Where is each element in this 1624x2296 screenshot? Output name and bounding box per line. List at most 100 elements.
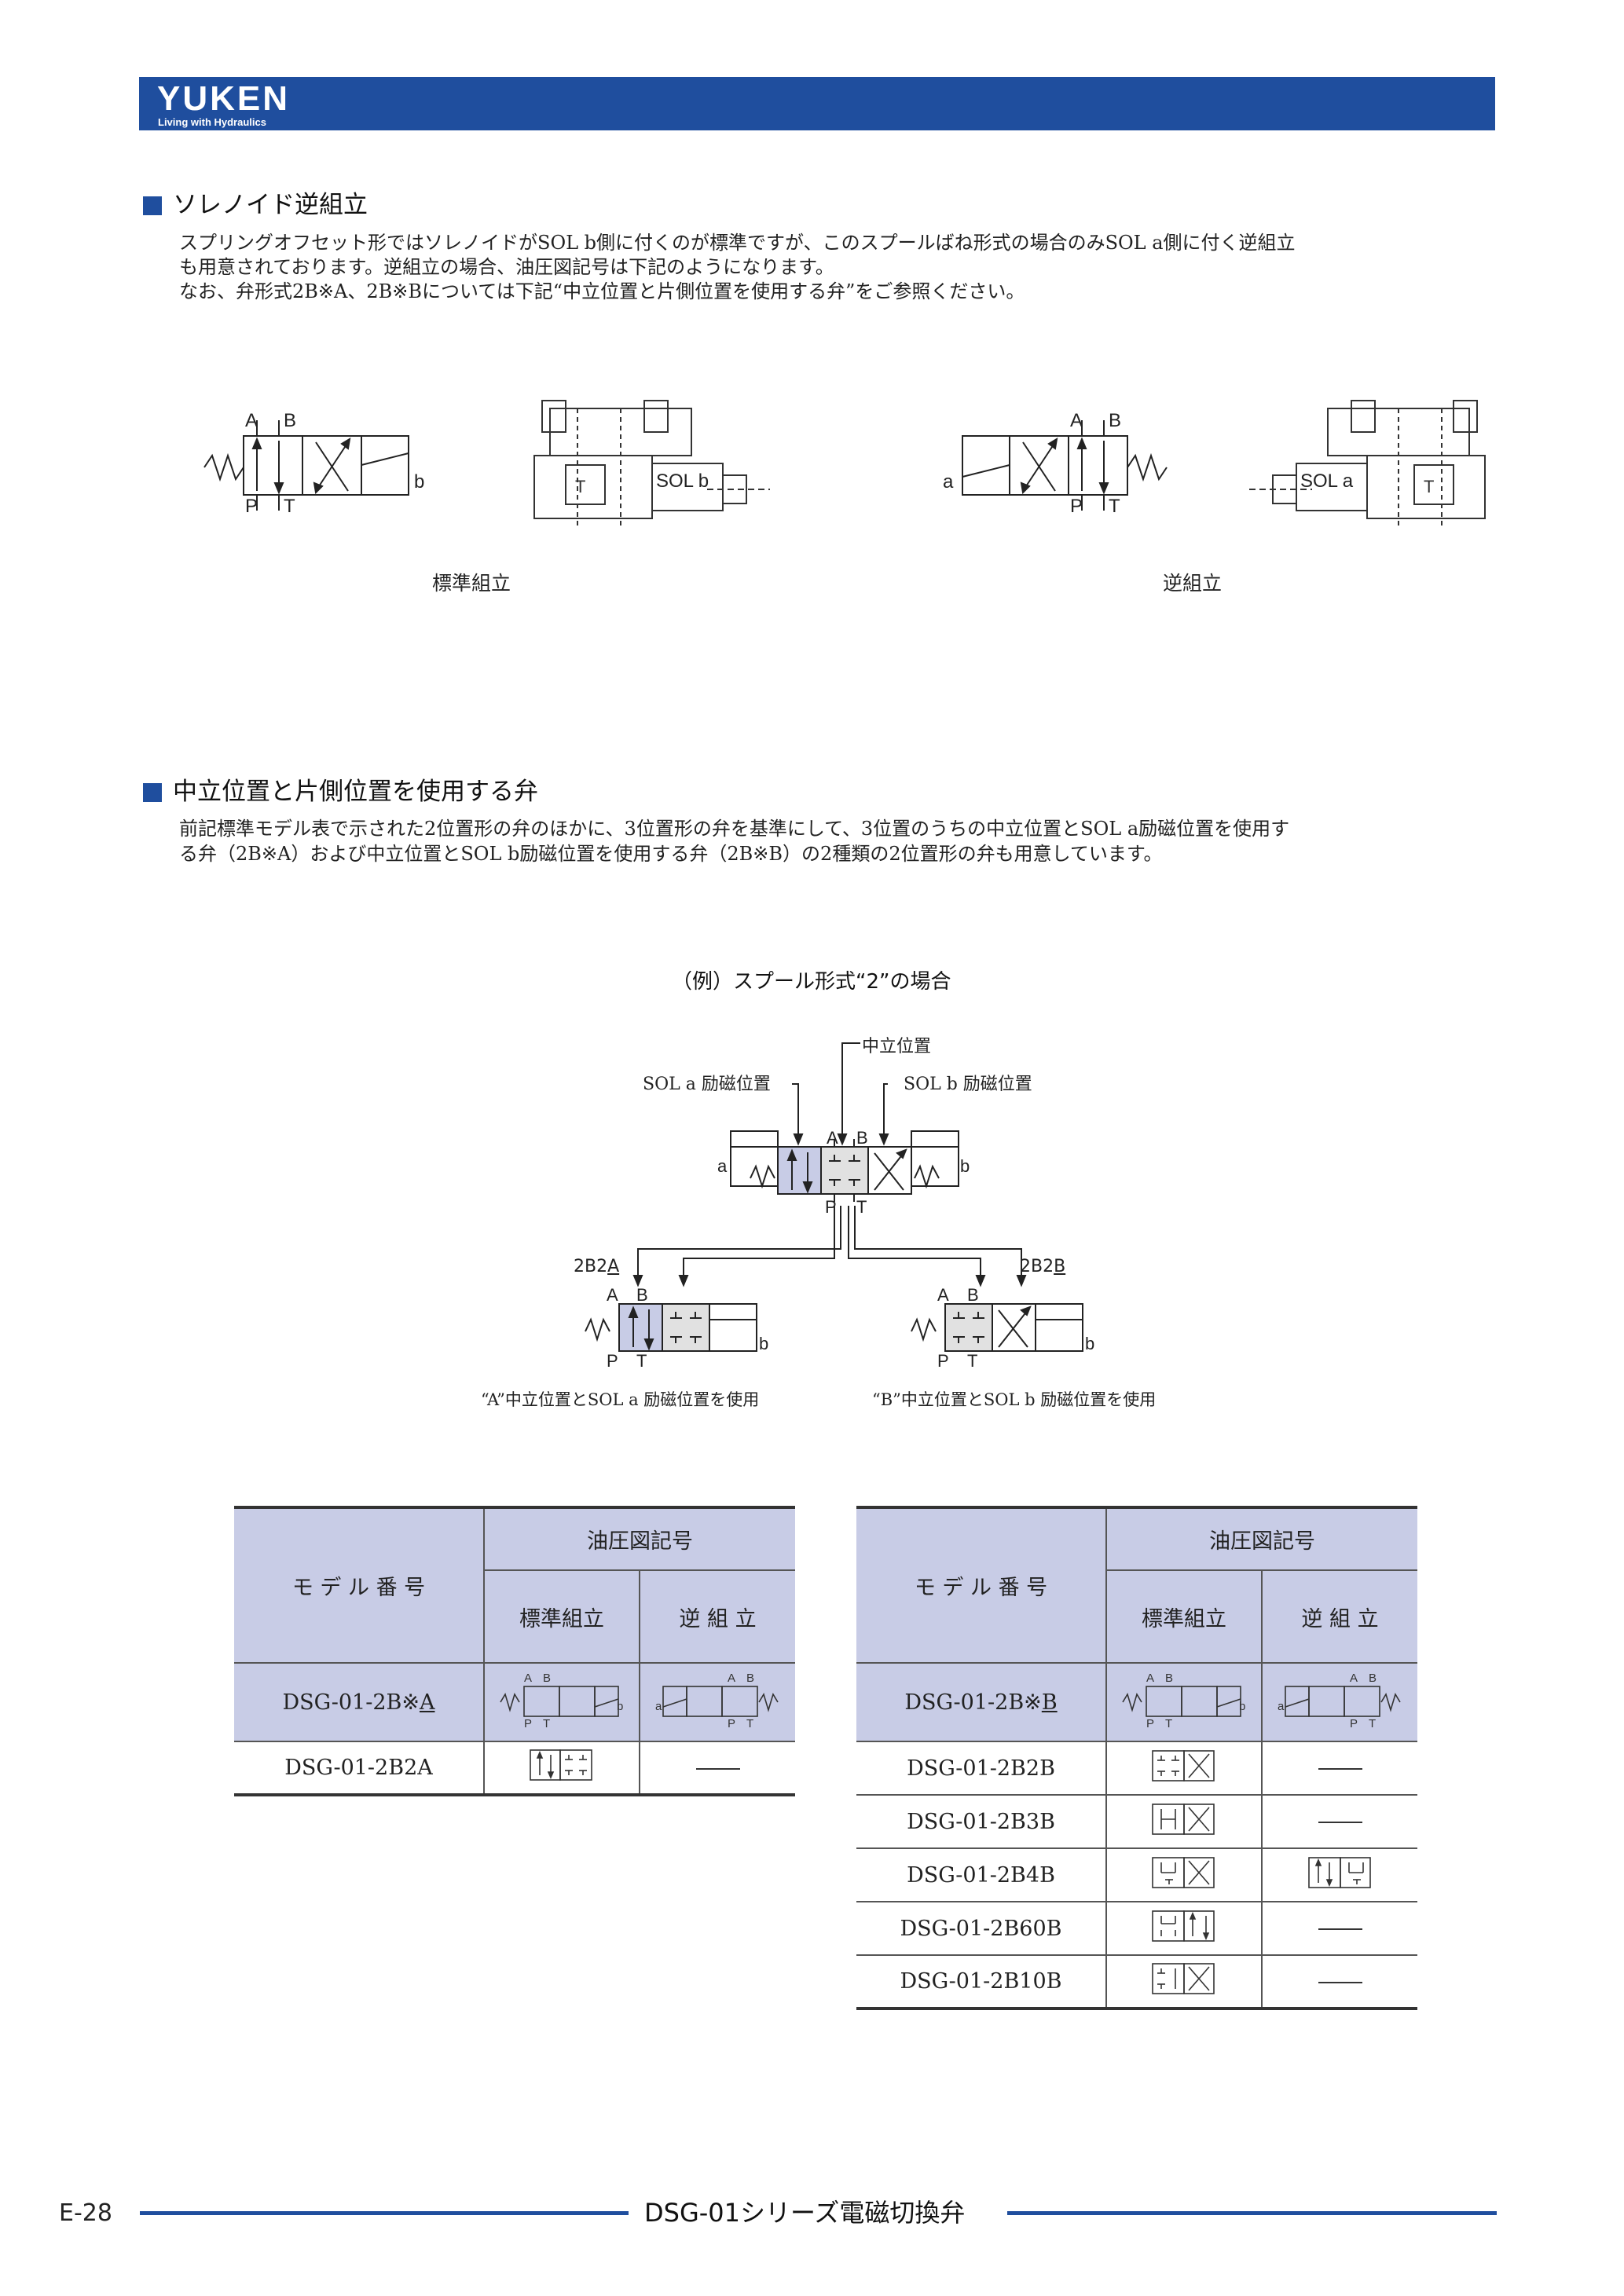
svg-text:A: A xyxy=(524,1672,532,1685)
spool-10b-symbol xyxy=(1105,1954,1263,2010)
table-row-model: DSG-01-2B4B xyxy=(856,1847,1107,1902)
code-2b2a: 2B2A xyxy=(574,1257,620,1276)
svg-text:A: A xyxy=(1350,1672,1358,1685)
2b2a-port-a: A xyxy=(607,1285,618,1305)
svg-text:B: B xyxy=(746,1672,754,1685)
svg-text:B: B xyxy=(1369,1672,1377,1685)
2b2b-port-t: T xyxy=(967,1351,977,1371)
model-table-a: モ デ ル 番 号 油圧図記号 標準組立 逆 組 立 DSG-01-2B※A A… xyxy=(234,1506,795,1796)
section2-line-1: 前記標準モデル表で示された2位置形の弁のほかに、3位置形の弁を基準にして、3位置… xyxy=(179,818,1290,840)
section-heading-reverse-assembly: ソレノイド逆組立 xyxy=(143,191,368,219)
footer-rule-right xyxy=(1007,2211,1497,2215)
sol-b-label: SOL b xyxy=(656,471,709,492)
no-reverse-dash xyxy=(1261,1741,1417,1796)
reverse-assembly-symbol: A B P T a xyxy=(943,410,1168,514)
standard-assembly-caption: 標準組立 xyxy=(432,572,511,595)
section-heading-two-position-valves: 中立位置と片側位置を使用する弁 xyxy=(143,778,538,806)
section1-line-2: も用意されております。逆組立の場合、油圧図記号は下記のようになります。 xyxy=(179,256,834,278)
no-reverse-dash xyxy=(1261,1794,1417,1849)
spool-3-icon xyxy=(1152,1803,1215,1835)
2b2a-sol-b: b xyxy=(759,1334,768,1353)
section-bullet-icon xyxy=(143,783,162,802)
spool-4b-reverse-symbol xyxy=(1261,1847,1417,1902)
spool-2-symbol xyxy=(483,1741,640,1796)
port-t-label: T xyxy=(284,496,295,514)
spool-3b-symbol xyxy=(1105,1794,1263,1849)
hydraulic-symbol-header: 油圧図記号 xyxy=(1105,1506,1417,1571)
spool-4-icon xyxy=(1152,1856,1215,1888)
2b2a-port-t: T xyxy=(636,1351,647,1371)
reverse-assembly-header: 逆 組 立 xyxy=(1261,1569,1417,1664)
spool-60b-symbol xyxy=(1105,1901,1263,1956)
yuken-logo: YUKEN xyxy=(157,79,291,118)
center-sol-a-end: a xyxy=(717,1156,728,1176)
sol-a-end-label: a xyxy=(943,471,954,493)
section1-line-1: スプリングオフセット形ではソレノイドがSOL b側に付くのが標準ですが、このスプ… xyxy=(179,232,1296,254)
rev-port-t-label: T xyxy=(1109,496,1120,514)
standard-assembly-symbol: A B P T b xyxy=(203,410,424,514)
table-row-model: DSG-01-2B60B xyxy=(856,1901,1107,1956)
svg-text:P: P xyxy=(1146,1717,1154,1729)
spool-2b-symbol xyxy=(1105,1741,1263,1796)
model-table-b: モ デ ル 番 号 油圧図記号 標準組立 逆 組 立 DSG-01-2B※B A… xyxy=(856,1506,1417,2010)
reverse-assembly-caption: 逆組立 xyxy=(1163,572,1223,595)
2b2b-port-p: P xyxy=(937,1351,949,1371)
center-port-b: B xyxy=(856,1128,868,1148)
sol-a-label: SOL a xyxy=(1300,471,1354,492)
reverse-assembly-valve-drawing: T SOL a xyxy=(1249,400,1486,526)
port-a-label: A xyxy=(245,410,258,431)
svg-text:A: A xyxy=(1146,1672,1154,1685)
header-bar xyxy=(139,77,1495,130)
reverse-assembly-header: 逆 組 立 xyxy=(639,1569,795,1664)
model-type-row: DSG-01-2B※B xyxy=(856,1662,1107,1742)
no-reverse-dash xyxy=(1261,1901,1417,1956)
table-row-model: DSG-01-2B2B xyxy=(856,1741,1107,1796)
table-row-model: DSG-01-2B3B xyxy=(856,1794,1107,1849)
section1-line-3: なお、弁形式2B※A、2B※Bについては下記“中立位置と片側位置を使用する弁”を… xyxy=(179,280,1025,302)
center-port-t: T xyxy=(856,1197,867,1217)
2b2b-port-a: A xyxy=(937,1285,949,1305)
2b2a-port-b: B xyxy=(636,1285,648,1305)
port-p-label: P xyxy=(245,496,258,514)
standard-assembly-header: 標準組立 xyxy=(1106,1569,1263,1664)
sol-a-energized-label: SOL a 励磁位置 xyxy=(643,1075,771,1094)
rev-port-b-label: B xyxy=(1109,410,1121,431)
page-number: E-28 xyxy=(59,2199,112,2227)
model-number-header: モ デ ル 番 号 xyxy=(234,1506,485,1664)
svg-text:P: P xyxy=(524,1717,532,1729)
standard-assembly-header: 標準組立 xyxy=(484,1569,640,1664)
svg-text:a: a xyxy=(1278,1700,1285,1713)
code-2b2b: 2B2B xyxy=(1020,1257,1066,1276)
sol-b-energized-label: SOL b 励磁位置 xyxy=(904,1075,1032,1094)
model-type-row: DSG-01-2B※A xyxy=(234,1662,485,1742)
2b2a-port-p: P xyxy=(607,1351,618,1371)
svg-text:B: B xyxy=(543,1672,551,1685)
svg-text:T: T xyxy=(746,1717,753,1729)
svg-text:T: T xyxy=(1369,1717,1376,1729)
logo-tagline: Living with Hydraulics xyxy=(158,116,266,128)
spool-4b-symbol xyxy=(1105,1847,1263,1902)
standard-assembly-valve-drawing: T SOL b xyxy=(533,400,770,526)
spool-2-icon xyxy=(1152,1749,1215,1782)
spool-4-reverse-icon xyxy=(1307,1856,1371,1888)
no-reverse-dash xyxy=(1261,1954,1417,2010)
sol-b-end-label: b xyxy=(414,471,424,493)
three-position-spool-diagram: A B P T a b xyxy=(632,1042,1027,1287)
center-position-label: 中立位置 xyxy=(862,1037,932,1056)
no-reverse-dash xyxy=(639,1741,795,1796)
model-number-header: モ デ ル 番 号 xyxy=(856,1506,1107,1664)
footer-rule-left xyxy=(140,2211,629,2215)
svg-text:b: b xyxy=(617,1700,623,1713)
note-2b-a: “A”中立位置とSOL a 励磁位置を使用 xyxy=(481,1390,760,1409)
table-row-model: DSG-01-2B10B xyxy=(856,1954,1107,2010)
spool-2-icon xyxy=(530,1749,592,1781)
center-port-a: A xyxy=(827,1128,838,1148)
svg-text:T: T xyxy=(1424,477,1434,496)
table-row-model: DSG-01-2B2A xyxy=(234,1741,485,1796)
svg-text:T: T xyxy=(543,1717,550,1729)
svg-text:b: b xyxy=(1239,1700,1245,1713)
